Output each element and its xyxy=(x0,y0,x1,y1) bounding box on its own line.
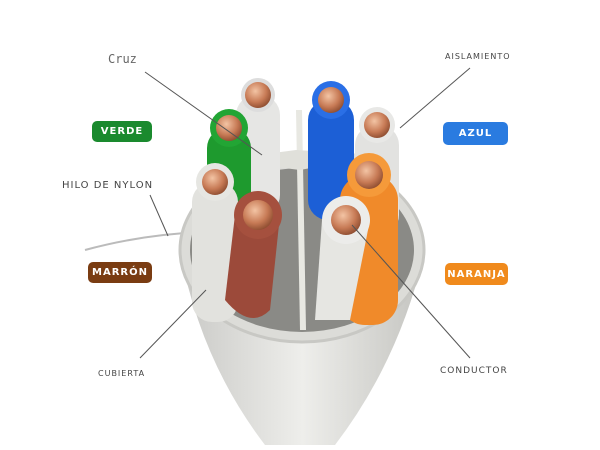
nylon-leader xyxy=(149,194,169,237)
insulation-leader xyxy=(399,67,471,129)
label-jacket: CUBIERTA xyxy=(98,369,146,378)
cross-leader xyxy=(144,71,263,156)
badge-brown: MARRÓN xyxy=(88,262,152,283)
badge-blue: AZUL xyxy=(443,122,508,145)
jacket-leader xyxy=(139,289,207,359)
label-nylon: HILO DE NYLON xyxy=(62,180,154,191)
badge-orange: NARANJA xyxy=(445,263,508,285)
wire-white-brown xyxy=(192,163,238,322)
conductor-leader xyxy=(351,224,471,359)
label-cross: Cruz xyxy=(108,52,137,66)
label-conductor: CONDUCTOR xyxy=(440,366,508,376)
label-insulation: AISLAMIENTO xyxy=(445,52,511,61)
badge-green: VERDE xyxy=(92,121,152,142)
wire-white-orange xyxy=(315,196,370,320)
wire-brown xyxy=(225,191,282,318)
